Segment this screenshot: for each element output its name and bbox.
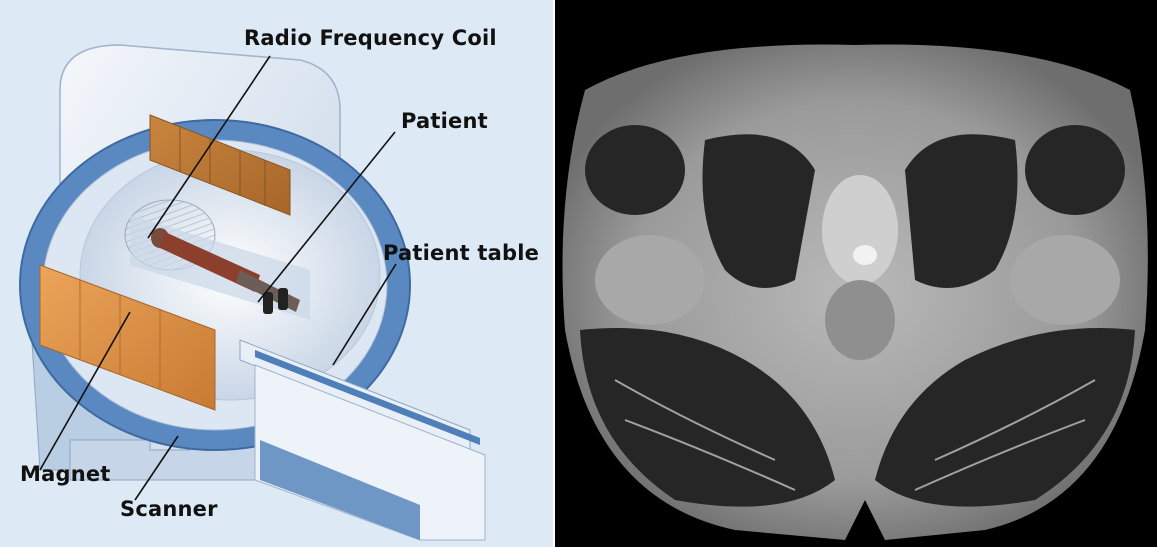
patient-label: Patient xyxy=(401,109,488,133)
scanner-label: Scanner xyxy=(120,497,218,521)
mri-scan-illustration xyxy=(555,0,1157,547)
radio-frequency-coil-label: Radio Frequency Coil xyxy=(244,26,497,50)
mri-scanner-diagram: Radio Frequency Coil Patient Patient tab… xyxy=(0,0,553,547)
mri-axial-scan-image xyxy=(555,0,1157,547)
patient-table-label: Patient table xyxy=(383,241,539,265)
magnet-label: Magnet xyxy=(20,462,111,486)
